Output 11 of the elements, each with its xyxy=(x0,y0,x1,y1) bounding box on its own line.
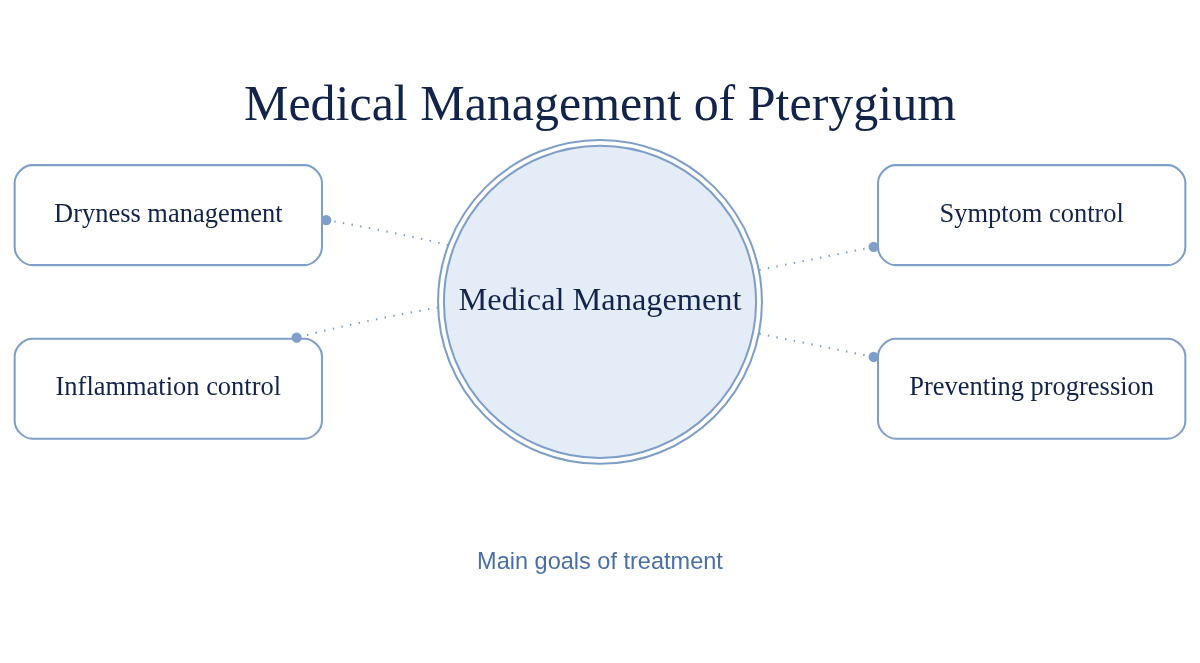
node-box: Dryness management xyxy=(13,163,323,266)
connector xyxy=(321,214,449,246)
diagram-title: Medical Management of Pterygium xyxy=(243,74,957,131)
node-box: Inflammation control xyxy=(13,337,323,440)
label: Main goals of treatment xyxy=(477,547,723,574)
node-box: Preventing progression xyxy=(877,337,1187,440)
connector xyxy=(759,332,879,362)
node-box: Symptom control xyxy=(877,163,1187,266)
node-circle: Medical Management xyxy=(437,138,763,465)
connector xyxy=(291,306,439,343)
connector xyxy=(759,241,879,271)
